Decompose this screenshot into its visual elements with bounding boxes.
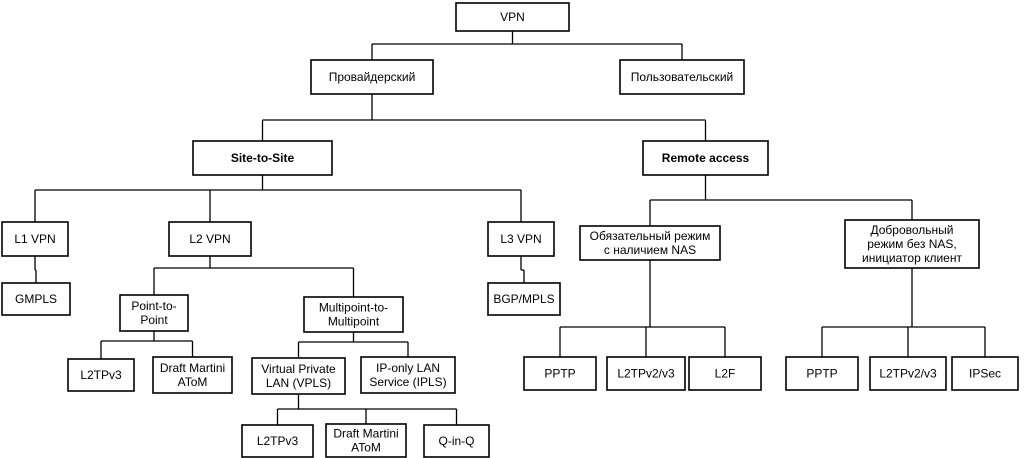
node-site-to-site: Site-to-Site [192, 140, 333, 176]
node-vpls-box [251, 357, 346, 395]
node-mp-l2tpv3-box [241, 424, 314, 458]
node-l2-vpn-box [168, 221, 252, 257]
node-mand-l2f-label: L2F [715, 367, 736, 381]
node-vol-l2tpv2v3: L2TPv2/v3 [869, 356, 947, 391]
node-user-box [619, 59, 745, 95]
node-voluntary-label: Добровольный [870, 223, 953, 237]
node-l1-vpn-label: L1 VPN [14, 232, 55, 246]
node-point-to-point-label: Point [140, 313, 168, 327]
node-l2-vpn-label: L2 VPN [189, 232, 230, 246]
node-mp-l2tpv3: L2TPv3 [241, 424, 314, 458]
node-vol-ipsec-label: IPSec [969, 367, 1001, 381]
node-mand-pptp-box [523, 356, 597, 391]
node-p2p-draft-martini-label: AToM [178, 375, 208, 389]
node-voluntary-label: инициатор клиент [862, 251, 962, 265]
node-l1-vpn-box [1, 221, 69, 257]
node-provider: Провайдерский [310, 59, 434, 95]
node-mand-l2tpv2v3-box [606, 356, 686, 391]
node-p2p-l2tpv3-box [67, 358, 135, 392]
node-vol-l2tpv2v3-label: L2TPv2/v3 [879, 367, 937, 381]
node-vpn: VPN [455, 2, 570, 32]
node-q-in-q-box [423, 424, 490, 458]
node-voluntary-box [844, 219, 980, 269]
node-provider-box [310, 59, 434, 95]
node-mand-l2f-box [688, 356, 762, 391]
node-user-label: Пользовательский [631, 70, 734, 84]
node-vol-l2tpv2v3-box [869, 356, 947, 391]
node-l2-vpn: L2 VPN [168, 221, 252, 257]
node-vpls-label: Virtual Private [261, 362, 336, 376]
node-ipls-label: IP-only LAN [376, 361, 440, 375]
node-provider-label: Провайдерский [329, 70, 416, 84]
node-mand-l2f: L2F [688, 356, 762, 391]
node-q-in-q: Q-in-Q [423, 424, 490, 458]
node-gmpls: GMPLS [1, 282, 71, 316]
node-vol-pptp-box [785, 356, 859, 391]
node-l3-vpn: L3 VPN [487, 221, 555, 257]
node-vpls-label: LAN (VPLS) [266, 376, 331, 390]
node-gmpls-box [1, 282, 71, 316]
node-vpn-label: VPN [500, 10, 525, 24]
node-multipoint-label: Multipoint-to- [319, 301, 388, 315]
node-mp-l2tpv3-label: L2TPv3 [257, 434, 299, 448]
node-mand-l2tpv2v3: L2TPv2/v3 [606, 356, 686, 391]
node-vol-ipsec: IPSec [951, 356, 1019, 391]
node-mandatory-label: Обязательный режим [590, 229, 711, 243]
node-l3-vpn-label: L3 VPN [500, 232, 541, 246]
node-gmpls-label: GMPLS [15, 292, 57, 306]
node-remote-access: Remote access [642, 140, 769, 176]
node-bgp-mpls-box [487, 282, 561, 316]
node-voluntary-label: режим без NAS, [867, 237, 957, 251]
node-user: Пользовательский [619, 59, 745, 95]
node-multipoint-box [303, 296, 404, 333]
node-bgp-mpls: BGP/MPLS [487, 282, 561, 316]
node-l1-vpn: L1 VPN [1, 221, 69, 257]
node-ipls-label: Service (IPLS) [369, 375, 446, 389]
node-p2p-draft-martini-box [152, 356, 233, 394]
node-mandatory-label: с наличием NAS [604, 243, 696, 257]
connector-lines [34, 31, 986, 425]
node-vol-pptp-label: PPTP [806, 367, 837, 381]
node-mandatory-box [579, 225, 721, 261]
node-vpn-box [455, 2, 570, 32]
node-mp-draft-martini-label: AToM [351, 441, 381, 455]
node-mp-draft-martini-label: Draft Martini [333, 427, 398, 441]
node-p2p-l2tpv3: L2TPv3 [67, 358, 135, 392]
node-q-in-q-label: Q-in-Q [439, 434, 475, 448]
node-vol-ipsec-box [951, 356, 1019, 391]
node-remote-access-box [642, 140, 769, 176]
node-site-to-site-label: Site-to-Site [231, 151, 295, 165]
node-site-to-site-box [192, 140, 333, 176]
node-multipoint: Multipoint-to-Multipoint [303, 296, 404, 333]
node-p2p-l2tpv3-label: L2TPv3 [80, 368, 122, 382]
node-l3-vpn-box [487, 221, 555, 257]
node-point-to-point-box [119, 294, 189, 332]
node-vol-pptp: PPTP [785, 356, 859, 391]
node-remote-access-label: Remote access [662, 151, 750, 165]
node-p2p-draft-martini-label: Draft Martini [160, 361, 225, 375]
node-ipls-box [360, 356, 456, 394]
node-mp-draft-martini-box [325, 423, 407, 458]
node-mand-pptp-label: PPTP [544, 367, 575, 381]
node-bgp-mpls-label: BGP/MPLS [493, 292, 554, 306]
node-multipoint-label: Multipoint [328, 315, 380, 329]
node-mand-pptp: PPTP [523, 356, 597, 391]
node-point-to-point-label: Point-to- [131, 299, 176, 313]
node-point-to-point: Point-to-Point [119, 294, 189, 332]
node-mand-l2tpv2v3-label: L2TPv2/v3 [617, 367, 675, 381]
